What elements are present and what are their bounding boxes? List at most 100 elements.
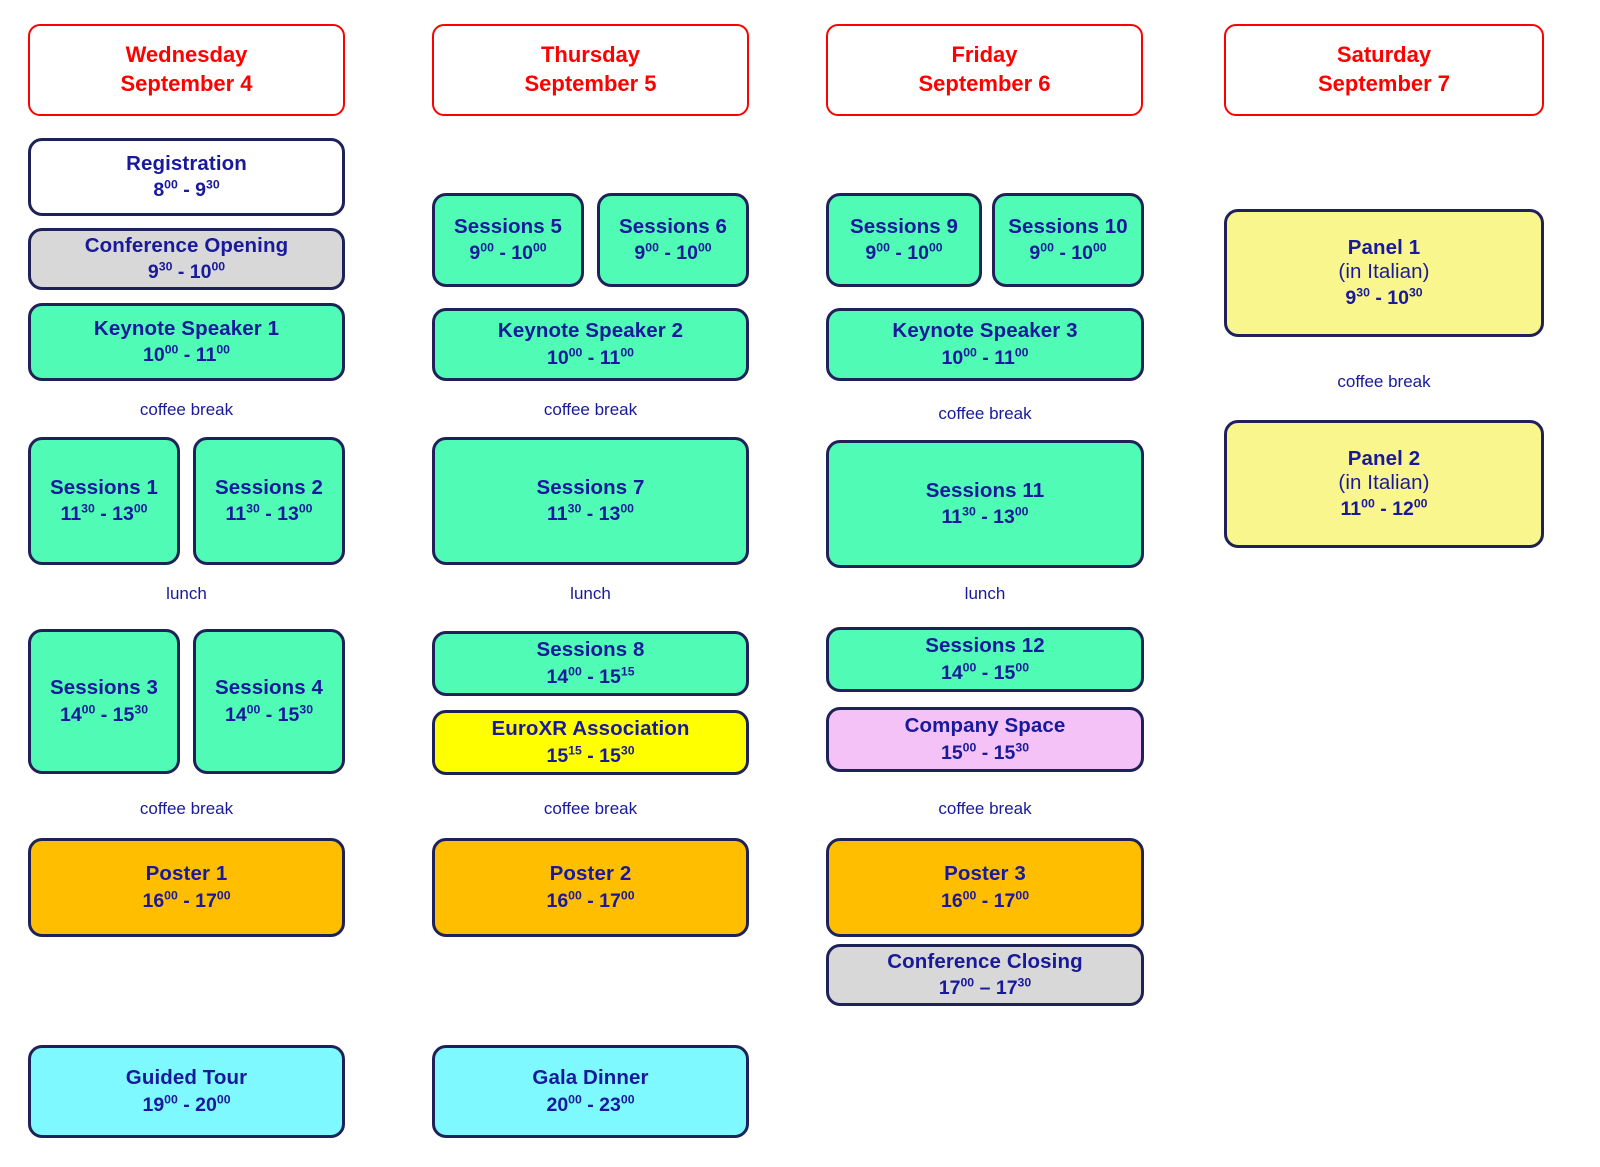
event-card-sessions-8[interactable]: Sessions 8 1400 - 1515 [432,631,749,696]
event-time: 930 - 1000 [147,259,226,284]
event-card-sessions-11[interactable]: Sessions 11 1130 - 1300 [826,440,1144,568]
event-time: 900 - 1000 [865,240,943,265]
event-card-guided-tour[interactable]: Guided Tour 1900 - 2000 [28,1045,345,1138]
event-card-panel-1[interactable]: Panel 1 (in Italian) 930 - 1030 [1224,209,1544,337]
event-title: Sessions 6 [618,214,728,238]
break-label-wed-coffee-1: coffee break [139,400,234,419]
event-card-euroxr-association[interactable]: EuroXR Association 1515 - 1530 [432,710,749,775]
day-weekday: Wednesday [125,42,248,68]
event-title: Sessions 1 [49,475,159,499]
event-card-sessions-4[interactable]: Sessions 4 1400 - 1530 [193,629,345,774]
event-card-poster-1[interactable]: Poster 1 1600 - 1700 [28,838,345,937]
day-date: September 7 [1317,71,1451,96]
event-time: 930 - 1030 [1345,285,1423,310]
event-title: Company Space [904,714,1066,738]
event-time: 1500 - 1530 [940,740,1030,764]
break-label-fri-lunch: lunch [964,584,1006,603]
day-header-wednesday: Wednesday September 4 [28,24,345,116]
event-time: 1400 - 1500 [940,660,1030,684]
event-title: Sessions 2 [214,475,324,499]
event-title: Keynote Speaker 3 [892,319,1078,343]
event-card-sessions-6[interactable]: Sessions 6 900 - 1000 [597,193,749,287]
event-card-panel-2[interactable]: Panel 2 (in Italian) 1100 - 1200 [1224,420,1544,548]
event-time: 1000 - 1100 [143,342,230,367]
event-title: Sessions 7 [536,475,645,499]
event-title: Poster 2 [549,862,632,886]
event-title: Sessions 11 [925,478,1045,502]
break-label-sat-coffee-1: coffee break [1337,372,1431,391]
event-title: Poster 3 [944,862,1026,886]
event-time: 1130 - 1300 [225,501,313,526]
event-time: 900 - 1000 [1029,240,1107,265]
event-card-keynote-speaker-2[interactable]: Keynote Speaker 2 1000 - 1100 [432,308,749,381]
event-title: Sessions 12 [925,634,1045,658]
event-card-sessions-5[interactable]: Sessions 5 900 - 1000 [432,193,584,287]
break-label-fri-coffee-2: coffee break [938,799,1032,818]
event-card-conference-opening[interactable]: Conference Opening 930 - 1000 [28,228,345,290]
event-title: Sessions 8 [536,638,645,662]
event-time: 1130 - 1300 [60,501,148,526]
event-time: 1000 - 1100 [547,345,634,369]
event-time: 1400 - 1530 [224,702,314,726]
event-title: Conference Opening [84,233,289,257]
event-title: Sessions 10 [1008,214,1128,238]
day-header-friday: Friday September 6 [826,24,1143,116]
event-time: 1700 – 1730 [938,975,1032,1000]
event-card-sessions-10[interactable]: Sessions 10 900 - 1000 [992,193,1144,287]
event-card-gala-dinner[interactable]: Gala Dinner 2000 - 2300 [432,1045,749,1138]
break-label-thu-coffee-1: coffee break [543,400,638,419]
event-card-sessions-1[interactable]: Sessions 1 1130 - 1300 [28,437,180,565]
event-title: Sessions 3 [49,676,159,700]
event-subtitle: (in Italian) [1338,471,1430,494]
day-header-thursday: Thursday September 5 [432,24,749,116]
event-subtitle: (in Italian) [1338,260,1430,283]
event-title: Panel 2 [1347,446,1421,470]
event-time: 1130 - 1300 [941,504,1029,529]
event-card-keynote-speaker-3[interactable]: Keynote Speaker 3 1000 - 1100 [826,308,1144,381]
event-title: Gala Dinner [532,1066,649,1090]
event-card-sessions-9[interactable]: Sessions 9 900 - 1000 [826,193,982,287]
event-card-sessions-2[interactable]: Sessions 2 1130 - 1300 [193,437,345,565]
break-label-wed-lunch: lunch [166,584,207,603]
day-date: September 4 [120,71,253,96]
event-time: 1600 - 1700 [940,888,1030,912]
break-label-thu-coffee-2: coffee break [543,799,638,818]
event-time: 1000 - 1100 [941,345,1029,369]
event-title: Conference Closing [887,949,1083,973]
event-time: 1600 - 1700 [546,888,635,912]
event-time: 1100 - 1200 [1340,496,1428,521]
event-title: Guided Tour [125,1066,248,1090]
event-time: 1400 - 1515 [546,664,635,688]
day-header-saturday: Saturday September 7 [1224,24,1544,116]
event-title: EuroXR Association [491,717,690,741]
event-time: 1900 - 2000 [142,1092,231,1116]
event-card-sessions-7[interactable]: Sessions 7 1130 - 1300 [432,437,749,565]
break-label-thu-lunch: lunch [570,584,611,603]
event-time: 900 - 1000 [634,240,712,265]
break-label-wed-coffee-2: coffee break [139,799,234,818]
event-time: 1130 - 1300 [547,501,634,526]
event-title: Panel 1 [1347,235,1421,259]
event-card-sessions-12[interactable]: Sessions 12 1400 - 1500 [826,627,1144,692]
event-card-company-space[interactable]: Company Space 1500 - 1530 [826,707,1144,772]
day-date: September 5 [524,71,657,96]
event-title: Sessions 9 [849,214,959,238]
day-weekday: Saturday [1336,42,1432,68]
event-title: Poster 1 [145,862,228,886]
event-title: Keynote Speaker 2 [497,319,684,343]
event-card-conference-closing[interactable]: Conference Closing 1700 – 1730 [826,944,1144,1006]
event-card-sessions-3[interactable]: Sessions 3 1400 - 1530 [28,629,180,774]
event-card-poster-2[interactable]: Poster 2 1600 - 1700 [432,838,749,937]
event-title: Keynote Speaker 1 [93,316,280,340]
event-title: Sessions 5 [453,214,563,238]
event-card-registration[interactable]: Registration 800 - 930 [28,138,345,216]
event-time: 2000 - 2300 [546,1092,635,1116]
break-label-fri-coffee-1: coffee break [938,404,1032,423]
event-time: 900 - 1000 [469,240,547,265]
day-date: September 6 [918,71,1051,96]
event-time: 1400 - 1530 [59,702,149,726]
event-card-poster-3[interactable]: Poster 3 1600 - 1700 [826,838,1144,937]
event-title: Registration [126,151,247,175]
event-card-keynote-speaker-1[interactable]: Keynote Speaker 1 1000 - 1100 [28,303,345,381]
